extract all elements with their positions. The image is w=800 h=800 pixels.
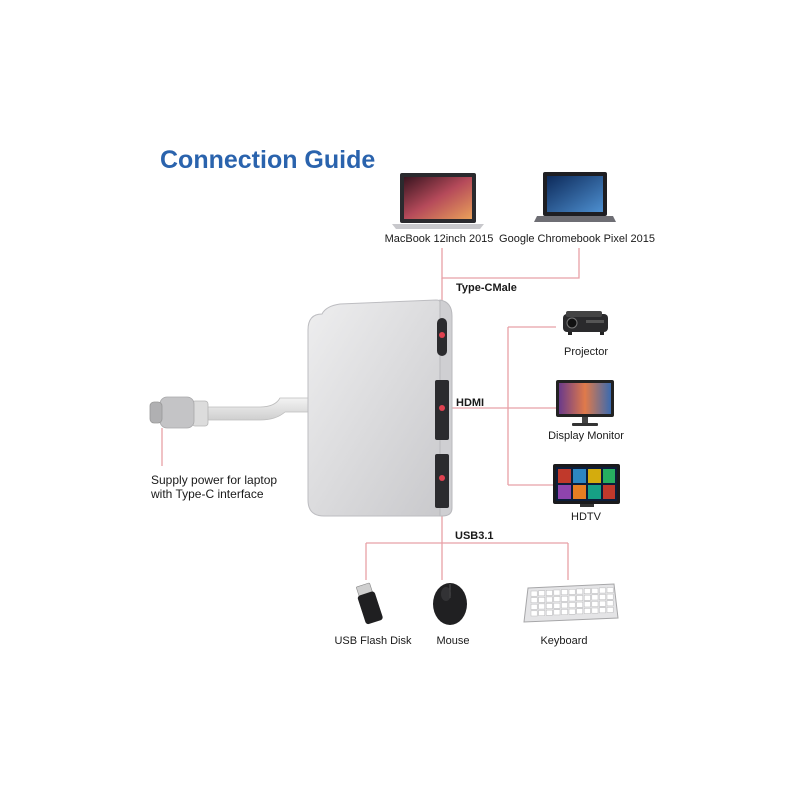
- keyboard-key: [568, 608, 576, 615]
- keyboard-key: [606, 593, 614, 600]
- port-label-usb: USB3.1: [455, 530, 494, 542]
- keyboard-key: [576, 601, 584, 608]
- keyboard-key: [599, 594, 606, 600]
- device-label-mouse: Mouse: [436, 635, 470, 647]
- keyboard-key: [545, 603, 553, 609]
- keyboard-key: [606, 600, 614, 607]
- projector-illustration: [563, 311, 608, 335]
- device-label-display-monitor: Display Monitor: [548, 430, 624, 442]
- usb-flash-disk-illustration: [356, 582, 383, 625]
- host-label-chromebook: Google Chromebook Pixel 2015: [499, 233, 655, 245]
- hdtv-illustration: [553, 464, 620, 507]
- keyboard-key: [553, 596, 561, 602]
- keyboard-key: [538, 590, 546, 597]
- keyboard-key: [591, 587, 599, 594]
- keyboard-key: [568, 589, 576, 595]
- keyboard-key: [576, 588, 584, 595]
- keyboard-illustration: [523, 583, 619, 623]
- connector-lines: [161, 248, 580, 580]
- keyboard-key: [553, 589, 561, 596]
- keyboard-key: [545, 590, 553, 596]
- keyboard-key: [545, 596, 553, 603]
- keyboard-key: [561, 609, 568, 615]
- usb-port-marker: [439, 475, 445, 481]
- keyboard-key: [583, 601, 591, 608]
- keyboard-key: [591, 601, 599, 607]
- keyboard-key: [599, 600, 606, 607]
- keyboard-key: [553, 602, 561, 609]
- keyboard-key: [591, 607, 599, 614]
- keyboard-key: [583, 588, 591, 594]
- hosts-connector-line: [441, 248, 580, 279]
- power-note-line-1: Supply power for laptop: [151, 473, 278, 487]
- hdmi-port-marker: [439, 405, 445, 411]
- keyboard-key: [561, 602, 568, 609]
- host-label-macbook: MacBook 12inch 2015: [384, 233, 494, 245]
- page-title: Connection Guide: [160, 146, 376, 174]
- chromebook-illustration: [534, 172, 616, 222]
- keyboard-key: [530, 597, 538, 604]
- keyboard-key: [530, 590, 538, 597]
- keyboard-key: [606, 587, 614, 593]
- type-c-port-marker: [439, 332, 445, 338]
- keyboard-key: [576, 595, 584, 601]
- keyboard-key: [591, 594, 599, 601]
- keyboard-key: [561, 589, 568, 596]
- keyboard-key: [568, 595, 576, 602]
- keyboard-key: [568, 602, 576, 608]
- display-monitor-illustration: [556, 380, 614, 426]
- type-c-cable: [149, 396, 313, 429]
- keyboard-key: [599, 607, 606, 614]
- adapter-body: [307, 299, 453, 517]
- adapter-ports: [435, 318, 449, 508]
- keyboard-key: [561, 595, 568, 602]
- keyboard-key: [538, 603, 546, 610]
- macbook-illustration: [392, 173, 484, 229]
- port-label-hdmi: HDMI: [456, 397, 485, 409]
- keyboard-key: [583, 594, 591, 601]
- keyboard-key: [538, 610, 546, 616]
- mouse-illustration: [433, 583, 467, 625]
- port-label-type-c: Type-CMale: [456, 282, 517, 294]
- keyboard-key: [538, 597, 546, 603]
- keyboard-key: [599, 587, 606, 594]
- device-label-usb-flash-disk: USB Flash Disk: [334, 635, 412, 647]
- power-note-line-2: with Type-C interface: [151, 487, 264, 501]
- keyboard-key: [553, 609, 561, 616]
- keyboard-key: [530, 603, 538, 610]
- device-label-hdtv: HDTV: [571, 511, 601, 523]
- keyboard-key: [606, 607, 614, 613]
- device-label-projector: Projector: [563, 346, 609, 358]
- keyboard-key: [583, 608, 591, 614]
- device-label-keyboard: Keyboard: [540, 635, 588, 647]
- keyboard-key: [545, 609, 553, 616]
- keyboard-key: [530, 610, 538, 617]
- keyboard-key: [576, 608, 584, 615]
